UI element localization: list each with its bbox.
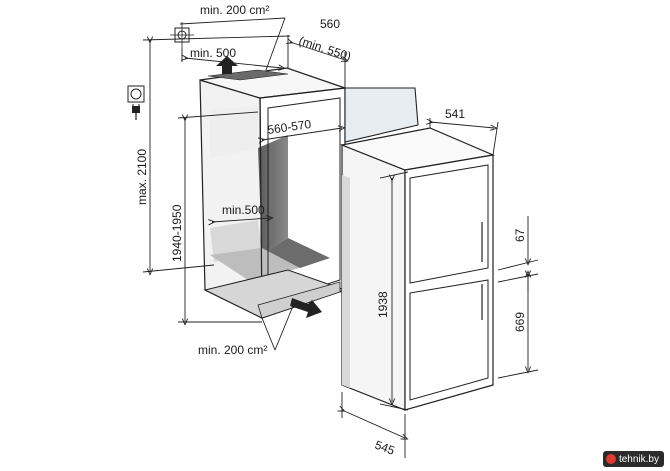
watermark-text: tehnik.by: [618, 453, 659, 465]
top-opening-depth-label: min. 500: [190, 46, 236, 60]
door-gap-label: 67: [513, 228, 527, 242]
appliance-width-label: 541: [445, 107, 465, 121]
niche-height-label: 1940-1950: [170, 204, 184, 262]
inner-depth-label: min.500: [222, 203, 265, 217]
max-height-label: max. 2100: [135, 149, 149, 205]
power-socket-icon: [127, 85, 145, 120]
watermark-logo-icon: [605, 454, 616, 464]
fridge-appliance: [339, 127, 496, 411]
niche-cabinet: [199, 67, 419, 319]
bottom-vent-area-label: min. 200 cm²: [198, 343, 267, 357]
niche-depth-label: 560: [320, 17, 340, 31]
watermark: tehnik.by: [602, 451, 664, 467]
lower-door-label: 669: [513, 312, 527, 332]
niche-width-label: 560-570: [266, 117, 312, 137]
appliance-height-label: 1938: [376, 291, 390, 318]
top-vent-area-label: min. 200 cm²: [200, 3, 269, 17]
niche-depth-min-label: (min. 550): [297, 34, 353, 64]
vent-grille-icon: [170, 22, 194, 48]
dimension-lines: [142, 17, 539, 458]
appliance-depth-label: 545: [373, 438, 397, 458]
